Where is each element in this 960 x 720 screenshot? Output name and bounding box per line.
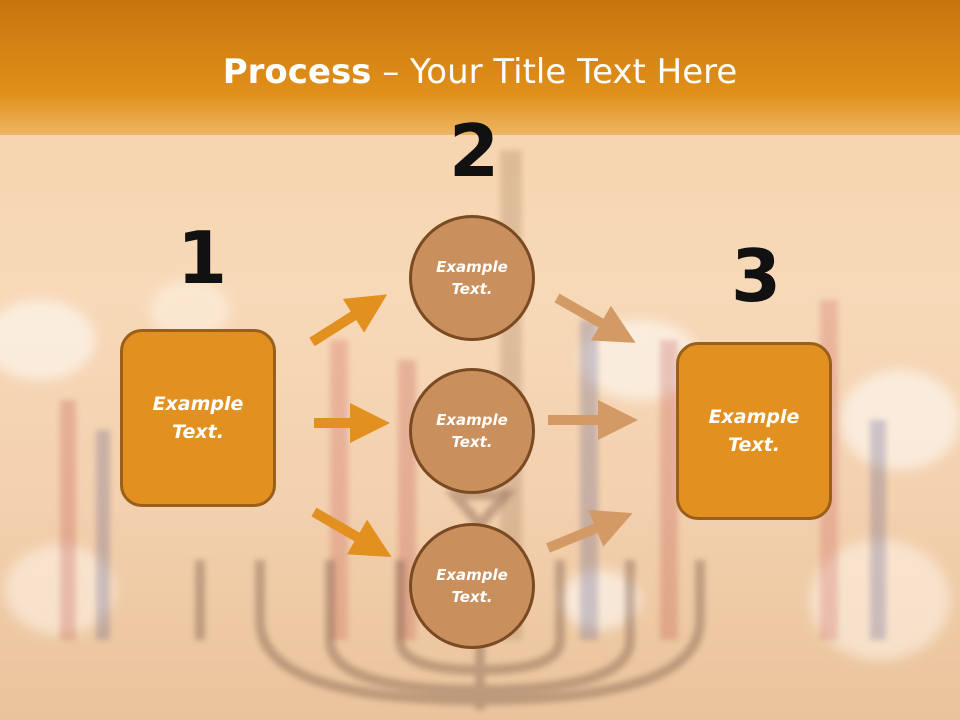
step-1-box: Example Text. (120, 329, 276, 507)
step-2-circle-2: Example Text. (409, 368, 535, 494)
step-number-3: 3 (731, 234, 782, 318)
step-3-box: Example Text. (676, 342, 832, 520)
step-2-circle-3: Example Text. (409, 523, 535, 649)
header-band (0, 0, 960, 135)
step-3-text: Example Text. (708, 405, 800, 457)
arrow-1-to-2c (311, 507, 392, 558)
step-2-circle-1-text: Example Text. (436, 257, 508, 299)
step-2-circle-3-text: Example Text. (436, 565, 508, 607)
slide-title: Process – Your Title Text Here (0, 52, 960, 92)
title-bold: Process (222, 52, 372, 92)
step-2-circle-2-text: Example Text. (436, 410, 508, 452)
arrow-2a-to-3 (554, 293, 636, 343)
step-number-2: 2 (449, 109, 500, 193)
step-1-text: Example Text. (152, 392, 244, 444)
step-2-circle-1: Example Text. (409, 215, 535, 341)
arrow-1-to-2a (309, 294, 388, 347)
step-number-1: 1 (177, 216, 228, 300)
title-rest: – Your Title Text Here (371, 52, 738, 92)
arrow-2c-to-3 (546, 509, 633, 553)
